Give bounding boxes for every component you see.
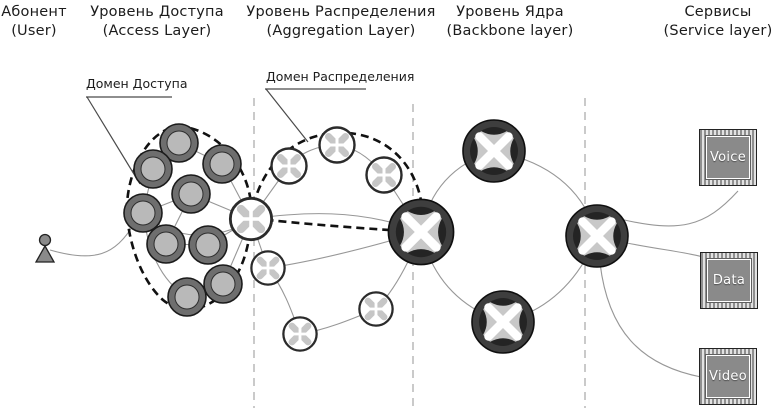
distribution-domain-label-pointer bbox=[265, 88, 309, 143]
core-router-node bbox=[472, 291, 534, 353]
access-switch-node bbox=[188, 225, 228, 265]
column-title-en: (Aggregation Layer) bbox=[266, 23, 416, 39]
column-title-user: Абонент (User) bbox=[1, 3, 66, 41]
access-switch-node bbox=[171, 174, 211, 214]
service-box-label: Video bbox=[709, 369, 747, 384]
service-box-data: Data bbox=[700, 252, 758, 309]
column-title-ru: Уровень Распределения bbox=[246, 4, 436, 20]
column-title-ru: Абонент bbox=[1, 4, 67, 20]
aggregation-switch-node bbox=[320, 128, 355, 163]
column-title-backbone-layer: Уровень Ядра (Backbone layer) bbox=[447, 3, 574, 41]
service-link-video bbox=[599, 262, 702, 378]
access-switch-node bbox=[203, 264, 243, 304]
access-border-switch-node bbox=[230, 198, 271, 239]
distribution-domain-label: Домен Распределения bbox=[266, 69, 415, 84]
service-box-label: Data bbox=[712, 273, 746, 288]
access-switch-node bbox=[146, 224, 186, 264]
service-box-label: Voice bbox=[709, 150, 747, 165]
access-domain-label: Домен Доступа bbox=[86, 76, 188, 91]
access-switch-node bbox=[202, 144, 242, 184]
access-domain-label-pointer bbox=[86, 96, 141, 185]
column-title-access-layer: Уровень Доступа (Access Layer) bbox=[90, 3, 224, 41]
column-title-en: (Service layer) bbox=[663, 23, 772, 39]
user-icon bbox=[35, 233, 55, 263]
service-box-voice: Voice bbox=[699, 129, 757, 186]
connection-line-user-access bbox=[49, 223, 135, 257]
aggregation-switch-node bbox=[359, 292, 392, 325]
service-link-voice bbox=[619, 190, 739, 227]
aggregation-switch-node bbox=[367, 158, 402, 193]
service-link-data bbox=[626, 242, 704, 258]
distribution-domain-outline bbox=[249, 131, 424, 234]
aggregation-switch-node bbox=[283, 317, 316, 350]
column-title-ru: Уровень Доступа bbox=[90, 4, 224, 20]
access-switch-node bbox=[133, 149, 173, 189]
column-title-en: (Backbone layer) bbox=[446, 23, 574, 39]
column-title-en: (User) bbox=[11, 23, 57, 39]
access-switch-node bbox=[123, 193, 163, 233]
column-title-ru: Уровень Ядра bbox=[456, 4, 564, 20]
column-title-service-layer: Сервисы (Service layer) bbox=[664, 3, 772, 41]
core-router-node bbox=[388, 199, 453, 264]
service-box-video: Video bbox=[699, 348, 757, 405]
aggregation-switch-node bbox=[251, 251, 284, 284]
service-box-inner: Data bbox=[707, 259, 751, 302]
core-router-node bbox=[463, 120, 525, 182]
column-title-en: (Access Layer) bbox=[102, 23, 212, 39]
service-box-inner: Voice bbox=[706, 136, 750, 179]
service-box-inner: Video bbox=[706, 355, 750, 398]
column-title-ru: Сервисы bbox=[684, 4, 752, 20]
access-switch-node bbox=[167, 277, 207, 317]
core-router-node bbox=[566, 205, 628, 267]
aggregation-switch-node bbox=[272, 149, 307, 184]
column-title-aggregation-layer: Уровень Распределения (Aggregation Layer… bbox=[246, 3, 435, 41]
